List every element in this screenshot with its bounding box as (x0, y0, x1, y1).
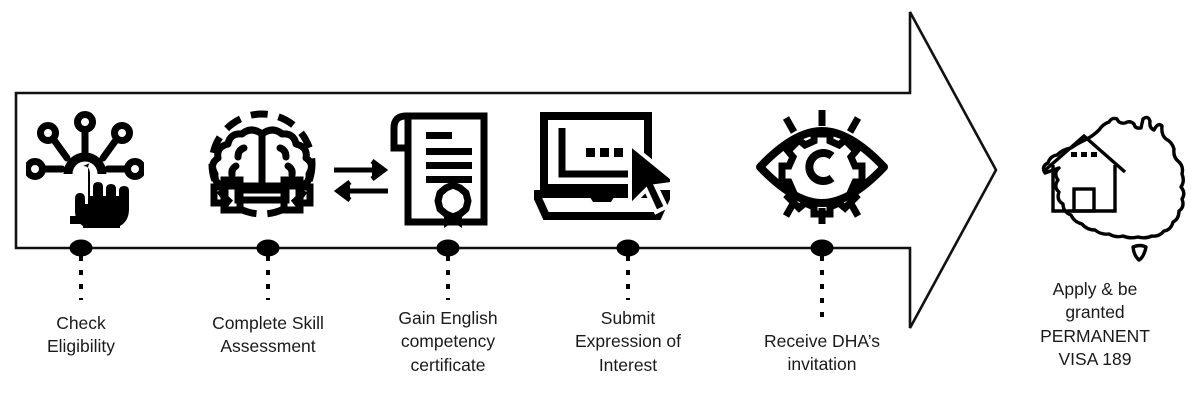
step-label-english-certificate: Gain English competency certificate (398, 308, 498, 375)
exchange-arrows-icon (333, 159, 389, 202)
step-dot (810, 239, 834, 257)
step-dot (436, 239, 460, 257)
step-dot (616, 239, 640, 257)
laptop-cursor-icon (534, 112, 670, 220)
certificate-seal-icon (390, 112, 488, 228)
step-label-check-eligibility: Check Eligibility (46, 313, 116, 357)
brain-dumbbell-icon (208, 110, 316, 218)
step-label-dha-invitation: Receive DHA’s invitation (763, 331, 881, 375)
australia-map-house-icon (1041, 115, 1186, 262)
step-dot (256, 239, 280, 257)
step-dot (69, 239, 93, 257)
hand-tap-network-icon (26, 111, 144, 228)
step-label-expression-of-interest: Submit Expression of Interest (574, 308, 682, 375)
eye-gear-icon (756, 110, 888, 224)
step-label-skill-assessment: Complete Skill Assessment (212, 313, 324, 357)
destination-label-permanent-visa: Apply & be granted PERMANENT VISA 189 (1040, 279, 1150, 369)
